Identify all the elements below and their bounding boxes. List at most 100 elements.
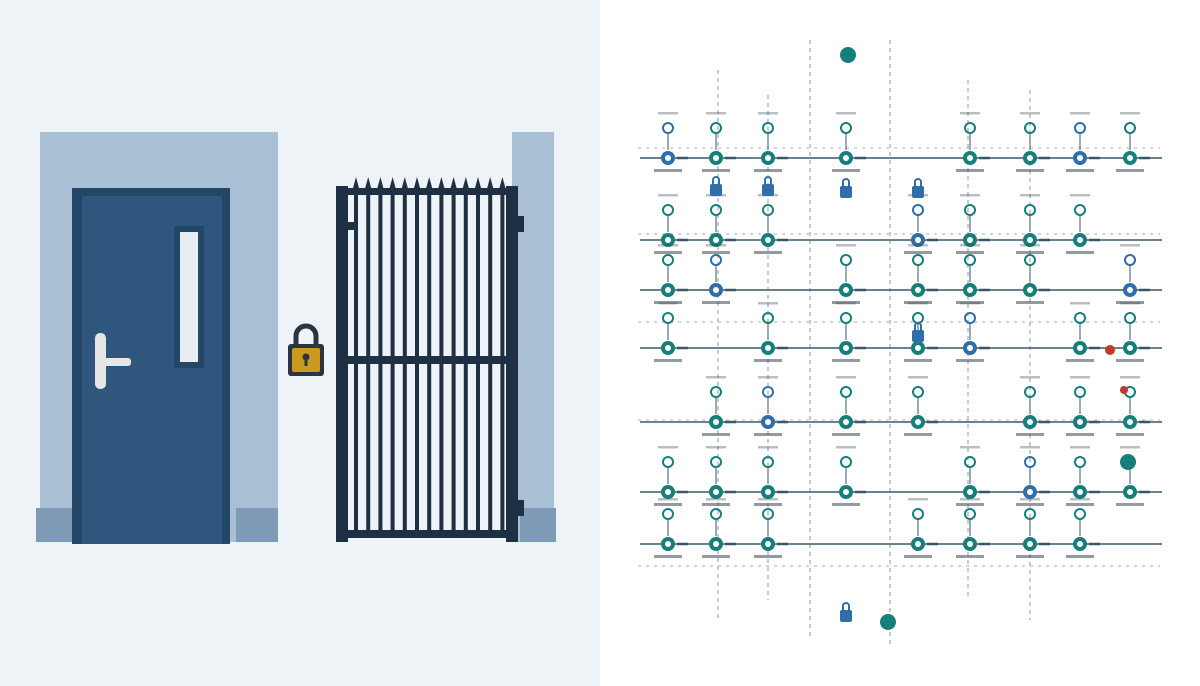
node-label-placeholder (1016, 251, 1044, 254)
lock-icon (762, 184, 774, 196)
network-subnode-icon (840, 254, 852, 266)
hub-node-icon (840, 47, 856, 63)
network-node-core (843, 345, 849, 351)
node-label-placeholder (1070, 112, 1090, 115)
network-subnode-icon (1074, 122, 1086, 134)
network-subnode-icon (912, 386, 924, 398)
node-label-placeholder (1066, 169, 1094, 172)
network-diagram (638, 40, 1162, 646)
gate-latch (340, 222, 354, 230)
node-label-placeholder (706, 112, 726, 115)
node-label-placeholder (956, 169, 984, 172)
gate-spike (389, 177, 396, 188)
network-node-core (665, 541, 671, 547)
gate-spike (377, 177, 384, 188)
node-label-placeholder (702, 251, 730, 254)
node-label-placeholder (1020, 376, 1040, 379)
network-node-core (1027, 419, 1033, 425)
node-label-placeholder (754, 555, 782, 558)
lock-shackle (842, 178, 850, 186)
network-node-core (1027, 155, 1033, 161)
alert-icon (1105, 345, 1115, 355)
gate-spike (462, 177, 469, 188)
node-label-placeholder (832, 359, 860, 362)
network-node-core (843, 287, 849, 293)
network-subnode-icon (840, 312, 852, 324)
network-node-core (967, 237, 973, 243)
network-node-core (1077, 155, 1083, 161)
node-label-placeholder (658, 244, 678, 247)
gate-spike (426, 177, 433, 188)
node-label-placeholder (1066, 433, 1094, 436)
node-label-placeholder (1016, 555, 1044, 558)
network-node-core (713, 287, 719, 293)
network-node-core (915, 419, 921, 425)
node-label-placeholder (960, 498, 980, 501)
node-label-placeholder (908, 376, 928, 379)
door (72, 188, 230, 544)
network-node-core (765, 541, 771, 547)
node-label-placeholder (654, 301, 682, 304)
node-label-placeholder (658, 194, 678, 197)
gate-bar (402, 188, 407, 534)
gate-spike (450, 177, 457, 188)
node-label-placeholder (1120, 302, 1140, 305)
gate-spike (353, 177, 359, 188)
gate-bar (488, 188, 493, 534)
network-subnode-icon (662, 312, 674, 324)
lock-shackle (914, 322, 922, 330)
node-label-placeholder (956, 503, 984, 506)
node-label-placeholder (702, 301, 730, 304)
gate-post-right (506, 186, 518, 542)
network-subnode-icon (840, 456, 852, 468)
network-node-core (967, 287, 973, 293)
node-label-placeholder (1066, 555, 1094, 558)
gate-top-rail (344, 188, 510, 195)
network-node-core (765, 155, 771, 161)
network-subnode-icon (762, 508, 774, 520)
node-label-placeholder (1120, 112, 1140, 115)
network-node-core (713, 155, 719, 161)
node-label-placeholder (832, 169, 860, 172)
node-label-placeholder (836, 302, 856, 305)
node-label-placeholder (1020, 498, 1040, 501)
door-gate-illustration (36, 132, 556, 544)
network-node-core (765, 419, 771, 425)
gate-bar (390, 188, 395, 534)
node-label-placeholder (702, 169, 730, 172)
network-node-core (1077, 419, 1083, 425)
node-label-placeholder (904, 555, 932, 558)
gate-bar (366, 188, 371, 534)
network-subnode-icon (662, 204, 674, 216)
gate-spike (487, 177, 494, 188)
network-subnode-icon (710, 204, 722, 216)
node-label-placeholder (758, 446, 778, 449)
node-label-placeholder (1116, 433, 1144, 436)
node-label-placeholder (1070, 446, 1090, 449)
network-subnode-icon (964, 456, 976, 468)
network-node-core (665, 237, 671, 243)
network-node-core (915, 345, 921, 351)
left-wall-base (36, 508, 76, 542)
node-label-placeholder (702, 503, 730, 506)
node-label-placeholder (1116, 301, 1144, 304)
node-label-placeholder (658, 498, 678, 501)
node-label-placeholder (956, 301, 984, 304)
node-label-placeholder (1120, 376, 1140, 379)
node-label-placeholder (908, 498, 928, 501)
node-label-placeholder (1116, 503, 1144, 506)
node-label-placeholder (1066, 251, 1094, 254)
network-subnode-icon (912, 508, 924, 520)
network-node-core (665, 489, 671, 495)
network-subnode-icon (710, 508, 722, 520)
network-subnode-icon (1024, 386, 1036, 398)
lock-shackle (842, 602, 850, 610)
node-label-placeholder (956, 555, 984, 558)
node-label-placeholder (960, 194, 980, 197)
network-subnode-icon (662, 254, 674, 266)
network-subnode-icon (964, 122, 976, 134)
network-subnode-icon (762, 456, 774, 468)
node-label-placeholder (1120, 244, 1140, 247)
node-label-placeholder (654, 169, 682, 172)
node-label-placeholder (706, 244, 726, 247)
